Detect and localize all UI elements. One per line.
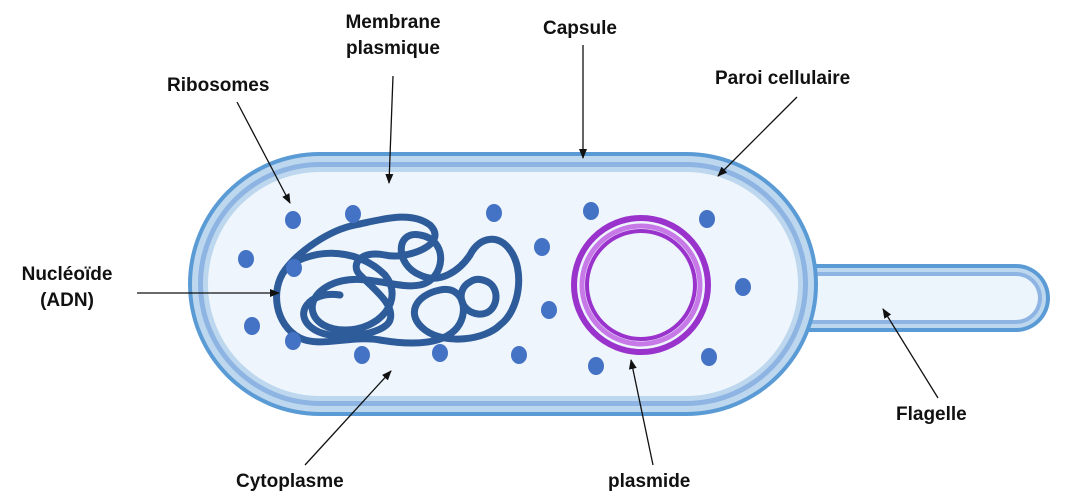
label-membrane-line1: Membrane	[318, 10, 468, 36]
ribosome	[285, 332, 301, 350]
label-cytoplasme: Cytoplasme	[236, 469, 344, 495]
ribosome	[486, 204, 502, 222]
ribosome	[238, 250, 254, 268]
label-flagelle: Flagelle	[896, 402, 967, 428]
ribosome	[345, 205, 361, 223]
ribosome	[701, 348, 717, 366]
label-capsule: Capsule	[543, 16, 617, 42]
arrow-paroi	[718, 97, 797, 176]
label-ribosomes: Ribosomes	[167, 73, 269, 99]
ribosome	[354, 346, 370, 364]
label-nucleoide-line1: Nucléoïde	[8, 262, 126, 288]
ribosome	[432, 344, 448, 362]
ribosome	[286, 259, 302, 277]
cell-body	[188, 152, 818, 416]
ribosome	[735, 278, 751, 296]
ribosome	[285, 211, 301, 229]
label-nucleoide: Nucléoïde (ADN)	[8, 262, 126, 314]
ribosome	[244, 317, 260, 335]
ribosome	[534, 238, 550, 256]
label-membrane-plasmique: Membrane plasmique	[318, 10, 468, 62]
label-nucleoide-line2: (ADN)	[8, 288, 126, 314]
label-paroi-cellulaire: Paroi cellulaire	[715, 66, 850, 92]
ribosome	[541, 301, 557, 319]
ribosome	[588, 357, 604, 375]
label-plasmide: plasmide	[608, 469, 690, 495]
ribosome	[511, 346, 527, 364]
ribosome	[583, 202, 599, 220]
label-membrane-line2: plasmique	[318, 36, 468, 62]
ribosome	[699, 210, 715, 228]
